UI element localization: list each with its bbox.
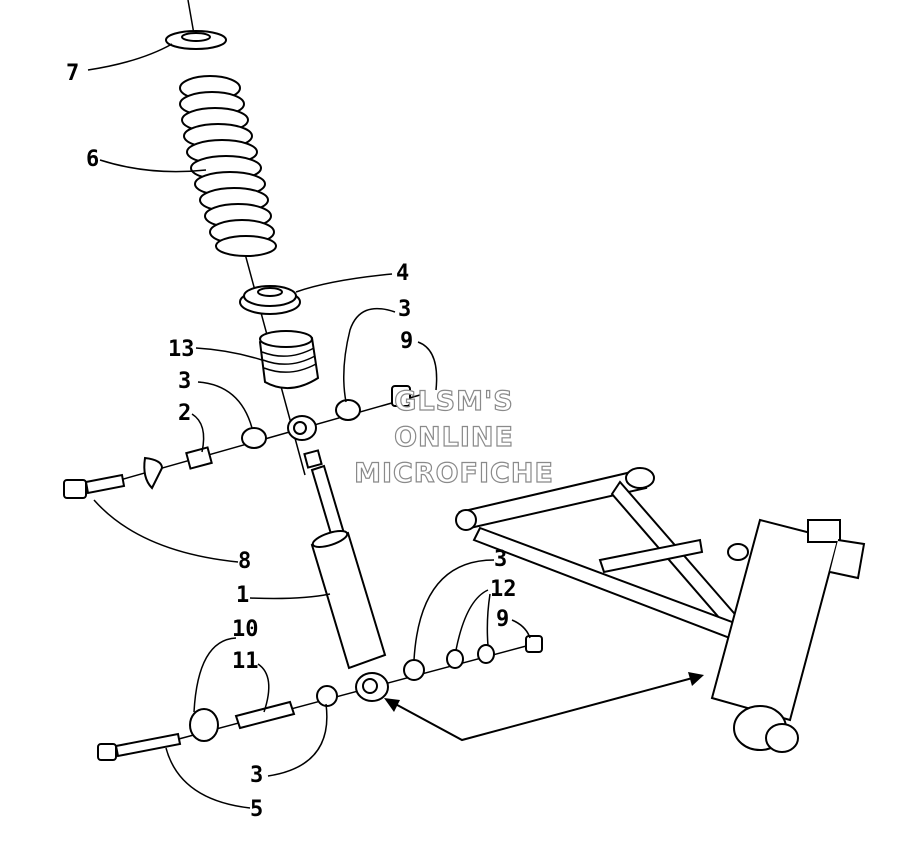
shock-absorber	[303, 449, 387, 670]
leader-3-lower-left	[267, 703, 328, 777]
callout-13: 13	[168, 337, 195, 362]
reference-arrow-head-right	[688, 672, 704, 686]
leader-8	[93, 499, 239, 563]
leader-1	[249, 593, 331, 600]
callout-3-upper-left: 3	[178, 369, 191, 394]
lower-nut	[525, 635, 543, 653]
upper-nut	[391, 385, 411, 407]
callout-2: 2	[178, 401, 191, 426]
callout-7: 7	[66, 61, 79, 86]
a-arm	[455, 467, 742, 642]
callout-4: 4	[396, 261, 409, 286]
leader-4	[295, 273, 393, 293]
callout-3-lower-right: 3	[494, 547, 507, 572]
upper-bolt	[63, 473, 126, 499]
spring-seat	[239, 285, 301, 315]
leader-9-upper	[417, 341, 438, 391]
lower-sleeve	[234, 700, 296, 730]
lower-washer-b	[477, 644, 495, 664]
callout-5: 5	[250, 797, 263, 822]
upper-bushing-left	[241, 427, 267, 449]
callout-12: 12	[490, 577, 517, 602]
shock-lower-eye	[355, 672, 389, 702]
lower-bolt	[97, 732, 182, 761]
callout-3-upper-right: 3	[398, 297, 411, 322]
leader-3-lower-right	[413, 559, 495, 661]
spring-retainer	[165, 30, 227, 50]
watermark-line-2: ONLINE	[394, 422, 514, 453]
callout-10: 10	[232, 617, 259, 642]
leader-12	[455, 589, 491, 651]
shock-upper-eye	[287, 415, 317, 441]
callout-11: 11	[232, 649, 259, 674]
coil-spring	[179, 75, 277, 257]
leader-10	[193, 637, 237, 713]
callout-6: 6	[86, 147, 99, 172]
leader-9-lower	[511, 619, 531, 639]
leader-13	[195, 347, 263, 361]
leader-3-upper-left	[197, 381, 253, 429]
reference-arrow-line	[387, 675, 701, 742]
upper-washer	[143, 456, 164, 490]
upper-bushing-right	[335, 399, 361, 421]
leader-3-upper-right	[343, 307, 396, 403]
leader-5	[165, 747, 251, 809]
watermark-line-1: GLSM'S	[394, 386, 513, 417]
upper-bolt-axis	[119, 394, 421, 481]
lower-bushing-left	[316, 685, 338, 707]
lower-spacer	[189, 708, 219, 742]
watermark-line-3: MICROFICHE	[354, 458, 554, 489]
callout-8: 8	[238, 549, 251, 574]
callout-1: 1	[236, 583, 249, 608]
callout-9-lower: 9	[496, 607, 509, 632]
callout-3-lower-left: 3	[250, 763, 263, 788]
upper-sleeve	[185, 446, 213, 470]
leader-6	[99, 159, 207, 173]
lower-bushing-right	[403, 659, 425, 681]
adjuster-collar	[258, 330, 320, 389]
spindle	[710, 518, 866, 753]
lower-bolt-axis	[174, 644, 531, 741]
leader-2	[191, 413, 205, 453]
leader-11	[257, 663, 270, 713]
leader-7	[87, 43, 173, 71]
reference-arrow-head-left	[384, 698, 400, 712]
lower-washer-a	[446, 649, 464, 669]
callout-9-upper: 9	[400, 329, 413, 354]
